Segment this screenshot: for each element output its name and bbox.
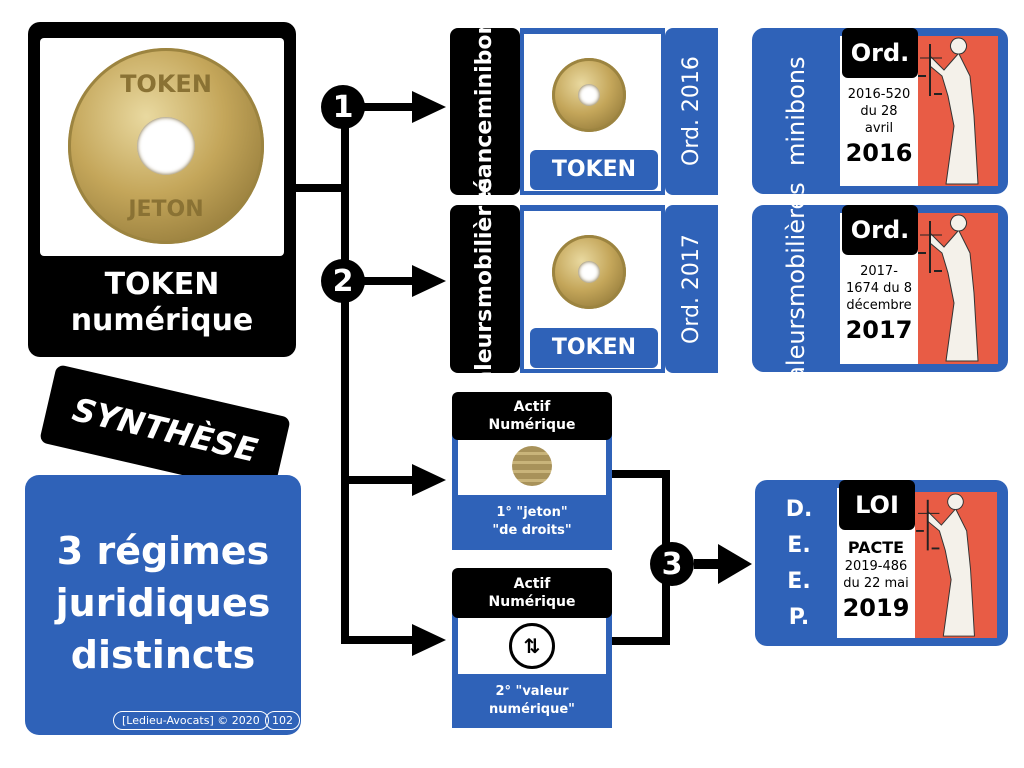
actif-header-line1: Actif — [513, 399, 551, 415]
side-label-line1: valeurs — [472, 308, 497, 400]
coin-icon — [552, 235, 626, 309]
acronym-letter: D. — [785, 497, 813, 522]
step-3-badge: 3 — [650, 542, 694, 586]
law-detail: 2017- — [860, 264, 898, 279]
ord-header: Ord. — [842, 205, 918, 255]
acronym-letter: P. — [788, 605, 810, 630]
loi-detail: du 22 mai — [843, 576, 909, 591]
actif-header-line1: Actif — [513, 576, 551, 592]
token-card: TOKEN JETON TOKEN numérique — [28, 22, 296, 357]
acronym-letter: E. — [787, 533, 811, 558]
arrow-icon — [412, 91, 446, 123]
justice-statue-icon — [918, 213, 998, 364]
step-1-badge: 1 — [321, 85, 365, 129]
arrow-icon — [412, 464, 446, 496]
law-card-2016: minibons Ord. 2016-520 du 28 avril 2016 — [752, 28, 1008, 194]
loi-card: D. E. E. P. LOI PACTE 2019-486 du 22 mai… — [755, 480, 1008, 646]
connector — [341, 476, 417, 484]
summary-box: 3 régimes juridiques distincts — [25, 475, 301, 735]
ord-label: Ord. 2017 — [665, 205, 718, 373]
coin-text-top: TOKEN — [120, 70, 212, 98]
loi-header: LOI — [839, 480, 915, 530]
connector — [295, 184, 347, 192]
token-label: TOKEN — [530, 328, 658, 368]
actif-label-line1: 2° "valeur — [495, 684, 569, 699]
summary-line3: distincts — [70, 633, 256, 677]
connector — [341, 636, 417, 644]
footer-copyright: [Ledieu-Avocats] © 2020 — [113, 711, 269, 730]
loi-name: PACTE — [847, 538, 905, 557]
actif-box-valeur: Actif Numérique ⇅ 2° "valeur numérique" — [452, 568, 612, 728]
law-detail: 2016-520 — [847, 87, 911, 102]
law-detail: du 28 — [860, 104, 898, 119]
law-year: 2017 — [845, 316, 913, 344]
acronym-letter: E. — [787, 569, 811, 594]
step-2-badge: 2 — [321, 259, 365, 303]
actif-label-line2: "de droits" — [492, 523, 572, 538]
ord-header: Ord. — [842, 28, 918, 78]
actif-header-line2: Numérique — [488, 594, 576, 610]
token-label: TOKEN — [530, 150, 658, 190]
law-detail: 1674 du 8 — [845, 281, 913, 296]
coin-icon — [512, 446, 552, 486]
summary-line1: 3 régimes — [56, 529, 270, 573]
coin-text-bottom: JETON — [128, 197, 204, 222]
coin-icon — [552, 58, 626, 132]
law-detail: avril — [864, 121, 894, 136]
law-detail: décembre — [846, 298, 912, 313]
justice-statue-icon — [915, 492, 997, 638]
justice-statue-icon — [918, 36, 998, 186]
ord-label: Ord. 2016 — [665, 28, 718, 195]
token-label-line2: numérique — [70, 303, 254, 338]
connector — [360, 277, 416, 285]
arrow-icon — [412, 265, 446, 297]
actif-label-line2: numérique" — [489, 702, 575, 717]
token-image: TOKEN JETON — [40, 38, 284, 256]
side-label-line1: minibons — [782, 56, 810, 166]
side-label-line1: valeurs — [782, 306, 810, 395]
arrow-icon — [412, 624, 446, 656]
connector — [694, 559, 724, 569]
loi-year: 2019 — [842, 594, 910, 622]
loi-detail: 2019-486 — [844, 559, 908, 574]
side-label-line2: mobilières — [782, 182, 810, 307]
side-label-line2: mobilières — [472, 178, 497, 309]
dollar-exchange-icon: ⇅ — [509, 623, 555, 669]
actif-box-jeton: Actif Numérique 1° "jeton" "de droits" — [452, 392, 612, 550]
law-year: 2016 — [845, 139, 913, 167]
actif-header-line2: Numérique — [488, 417, 576, 433]
connector — [360, 103, 416, 111]
connector — [612, 470, 670, 478]
connector — [341, 107, 349, 644]
token-coin-icon: TOKEN JETON — [68, 48, 264, 244]
connector — [612, 637, 670, 645]
arrow-icon — [718, 544, 752, 584]
token-label-line1: TOKEN — [104, 267, 220, 302]
page-number: 102 — [265, 711, 300, 730]
summary-line2: juridiques — [55, 581, 271, 625]
side-label-line2: minibons — [472, 6, 497, 120]
actif-label-line1: 1° "jeton" — [496, 505, 568, 520]
